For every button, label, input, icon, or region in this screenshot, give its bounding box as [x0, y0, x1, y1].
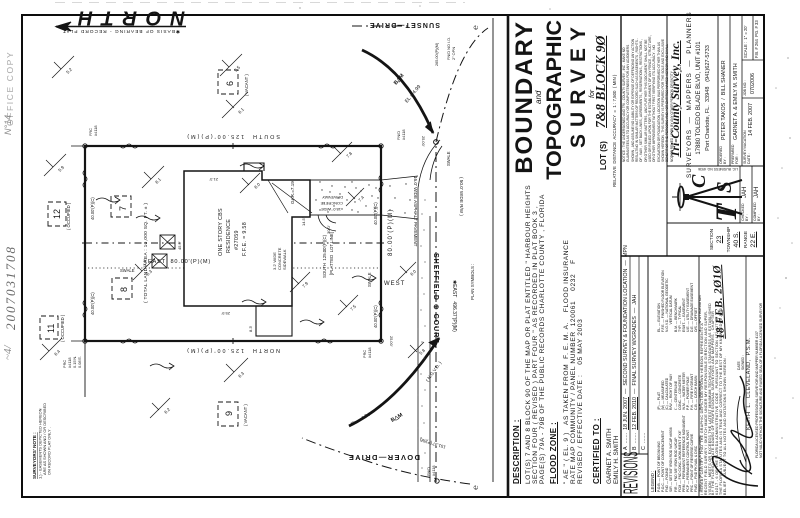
svg-text:ON RECORD PLAT ONLY .: ON RECORD PLAT ONLY . — [47, 427, 52, 475]
svg-text:40.00'(P)(C): 40.00'(P)(C) — [90, 197, 95, 220]
svg-text:45.9': 45.9' — [177, 241, 182, 250]
svg-text:SOUTH 125.00'(P)(C): SOUTH 125.00'(P)(C) — [322, 234, 327, 278]
svg-text:CONCRETE: CONCRETE — [277, 247, 282, 270]
svg-text:9: 9 — [224, 411, 234, 416]
svg-text:7: 7 — [118, 206, 128, 211]
svg-text:#4118: #4118 — [431, 465, 436, 476]
svg-text:℮: ℮ — [471, 25, 480, 30]
svg-text:6.2: 6.2 — [163, 406, 171, 414]
svg-text:FN/D: FN/D — [426, 467, 431, 476]
svg-text:✱EAST 496.37'(P)(M): ✱EAST 496.37'(P)(M) — [451, 280, 457, 332]
svg-text:#4118: #4118 — [367, 347, 372, 358]
svg-text:8.3: 8.3 — [145, 268, 153, 276]
svg-text:12: 12 — [52, 209, 62, 219]
svg-text:RESIDENCE: RESIDENCE — [226, 219, 232, 253]
svg-text:FN/D: FN/D — [396, 131, 401, 140]
svg-text:PRC: PRC — [362, 350, 367, 358]
svg-text:SHEFFIELD ⊕ COURT: SHEFFIELD ⊕ COURT — [432, 253, 439, 344]
svg-text:5.5: 5.5 — [233, 64, 241, 72]
svg-text:( OCCUPIED ): ( OCCUPIED ) — [66, 202, 71, 230]
svg-text:( VACANT ): ( VACANT ) — [243, 404, 248, 426]
svg-text:SWALE: SWALE — [120, 268, 135, 273]
svg-text:25.00': 25.00' — [389, 336, 394, 347]
svg-text:151.37'(P)(M): 151.37'(P)(M) — [419, 437, 447, 450]
svg-text:18.0' WIDE: 18.0' WIDE — [321, 207, 341, 212]
svg-text:SWALE: SWALE — [446, 151, 451, 166]
svg-text:( VACANT ): ( VACANT ) — [244, 74, 249, 96]
svg-text:6: 6 — [225, 81, 235, 86]
svg-text:℮: ℮ — [471, 485, 480, 490]
svg-text:5.8: 5.8 — [418, 347, 426, 355]
svg-text:FN/D NO I.D.: FN/D NO I.D. — [446, 37, 451, 60]
svg-text:B△M: B△M — [390, 412, 404, 424]
svg-text:DRIVEWAY: DRIVEWAY — [322, 195, 343, 200]
svg-text:40.00'(P)(C): 40.00'(P)(C) — [90, 292, 95, 315]
svg-text:#4118: #4118 — [401, 129, 406, 140]
svg-text:DOVER—DRIVE: DOVER—DRIVE — [348, 453, 421, 462]
svg-text:EL = 4.74: EL = 4.74 — [350, 412, 372, 428]
svg-text:EAST 80.00'(P)(M): EAST 80.00'(P)(M) — [148, 259, 211, 265]
svg-text:WEST: WEST — [384, 281, 405, 287]
svg-text:( TOTAL LAND AREA : 10,000 SQ.: ( TOTAL LAND AREA : 10,000 SQ. FT. ± ) — [143, 203, 149, 303]
svg-text:NORTH: NORTH — [69, 7, 185, 29]
svg-text:NORTH 125.00'(P)(M): NORTH 125.00'(P)(M) — [185, 347, 280, 353]
svg-text:7.9: 7.9 — [301, 280, 309, 288]
svg-text:21.3': 21.3' — [209, 177, 218, 182]
svg-text:265.00'(P)(M): 265.00'(P)(M) — [435, 42, 439, 66]
svg-text:7.5: 7.5 — [349, 303, 357, 311]
svg-text:6.1: 6.1 — [237, 106, 245, 114]
svg-text:25.9': 25.9' — [221, 311, 230, 316]
svg-text:( OCCUPIED ): ( OCCUPIED ) — [60, 314, 65, 342]
svg-text:[PLATTED LOT LINE]: [PLATTED LOT LINE] — [329, 232, 334, 275]
svg-text:ARE AS SHOWN AND / OR DESCRIBE: ARE AS SHOWN AND / OR DESCRIBED — [42, 403, 47, 475]
svg-text:6.4: 6.4 — [53, 348, 61, 356]
svg-text:#4118: #4118 — [67, 357, 72, 368]
svg-text:ONE STORY CBS: ONE STORY CBS — [218, 208, 224, 256]
svg-text:30.0': 30.0' — [326, 225, 331, 234]
svg-text:8.3': 8.3' — [248, 325, 253, 332]
svg-text:SIDEWALK: SIDEWALK — [282, 249, 287, 270]
svg-text:5.2: 5.2 — [65, 66, 73, 74]
svg-text:#4118: #4118 — [93, 125, 98, 136]
svg-text:25.00': 25.00' — [421, 136, 426, 147]
svg-text:CONCRETE: CONCRETE — [320, 201, 343, 206]
svg-text:#27059: #27059 — [234, 230, 240, 250]
svg-text:5.9: 5.9 — [57, 164, 65, 172]
svg-text:40.00'(P)(C): 40.00'(P)(C) — [373, 305, 378, 328]
svg-text:SUNSET—DRIVE: SUNSET—DRIVE — [369, 21, 440, 28]
svg-text:0.08'E.: 0.08'E. — [77, 356, 82, 368]
svg-text:PRC: PRC — [62, 360, 67, 368]
svg-text:✱BASIS OF BEARING - RECORD PLA: ✱BASIS OF BEARING - RECORD PLAT — [62, 28, 180, 34]
svg-text:11: 11 — [46, 324, 56, 333]
svg-text:F.F.E. = 9.58: F.F.E. = 9.58 — [242, 222, 248, 256]
svg-text:GAR.=7.19: GAR.=7.19 — [290, 181, 295, 204]
svg-text:SWALE: SWALE — [367, 272, 372, 287]
svg-text:7.4: 7.4 — [357, 194, 365, 202]
svg-text:( 50.0' WIDE R/W ): ( 50.0' WIDE R/W ) — [459, 177, 464, 216]
svg-text:8: 8 — [119, 287, 129, 292]
svg-text:8.1: 8.1 — [154, 176, 162, 184]
svg-text:SOUTH 125.00'(P)(M): SOUTH 125.00'(P)(M) — [185, 133, 280, 139]
svg-text:1.) - EASEMENTS DEPICTED HEREO: 1.) - EASEMENTS DEPICTED HEREON — [38, 408, 43, 479]
svg-text:40.00'(P)(C): 40.00'(P)(C) — [373, 202, 378, 225]
svg-text:3.2' WIDE: 3.2' WIDE — [272, 252, 277, 270]
svg-text:2" OPN: 2" OPN — [451, 47, 456, 60]
svg-text:( N.G.V.D. ): ( N.G.V.D. ) — [425, 360, 443, 383]
svg-text:80.00'(P)(M): 80.00'(P)(M) — [388, 208, 394, 256]
svg-text:6.0: 6.0 — [409, 268, 417, 276]
svg-text:16.0' WIDE ASPHALT PAVEMENT: 16.0' WIDE ASPHALT PAVEMENT — [413, 176, 418, 247]
svg-text:6.3: 6.3 — [237, 370, 245, 378]
svg-text:0.15'N.: 0.15'N. — [72, 356, 77, 368]
svg-text:8.0: 8.0 — [253, 181, 261, 189]
svg-text:PLAN SYMBOLS :: PLAN SYMBOLS : — [470, 264, 475, 300]
svg-text:17.3': 17.3' — [142, 259, 147, 268]
svg-text:SURVEYORS' NOTE :: SURVEYORS' NOTE : — [32, 432, 37, 479]
svg-text:7.8: 7.8 — [345, 150, 353, 158]
svg-text:14.5': 14.5' — [301, 217, 306, 226]
svg-text:FRC: FRC — [88, 128, 93, 136]
